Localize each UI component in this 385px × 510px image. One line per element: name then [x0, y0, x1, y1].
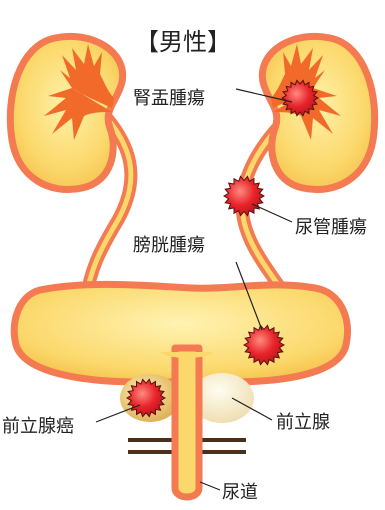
prostate-label: 前立腺 — [276, 412, 330, 433]
ureters — [86, 105, 300, 300]
diagram-title: 【男性】 — [135, 28, 231, 56]
urethra-leader — [200, 482, 220, 490]
urethra-label: 尿道 — [222, 482, 258, 503]
ureter-tumor-label: 尿管腫瘍 — [295, 217, 367, 238]
bladder-tumor-label: 膀胱腫瘍 — [133, 235, 205, 256]
renal-pelvis-tumor-label: 腎盂腫瘍 — [133, 88, 205, 109]
left-kidney — [10, 36, 122, 189]
prostate-cancer-label: 前立腺癌 — [2, 416, 74, 437]
ureter-tumor-leader — [252, 204, 292, 222]
right-kidney — [262, 36, 374, 189]
ureter-tumor-marker — [224, 176, 264, 215]
